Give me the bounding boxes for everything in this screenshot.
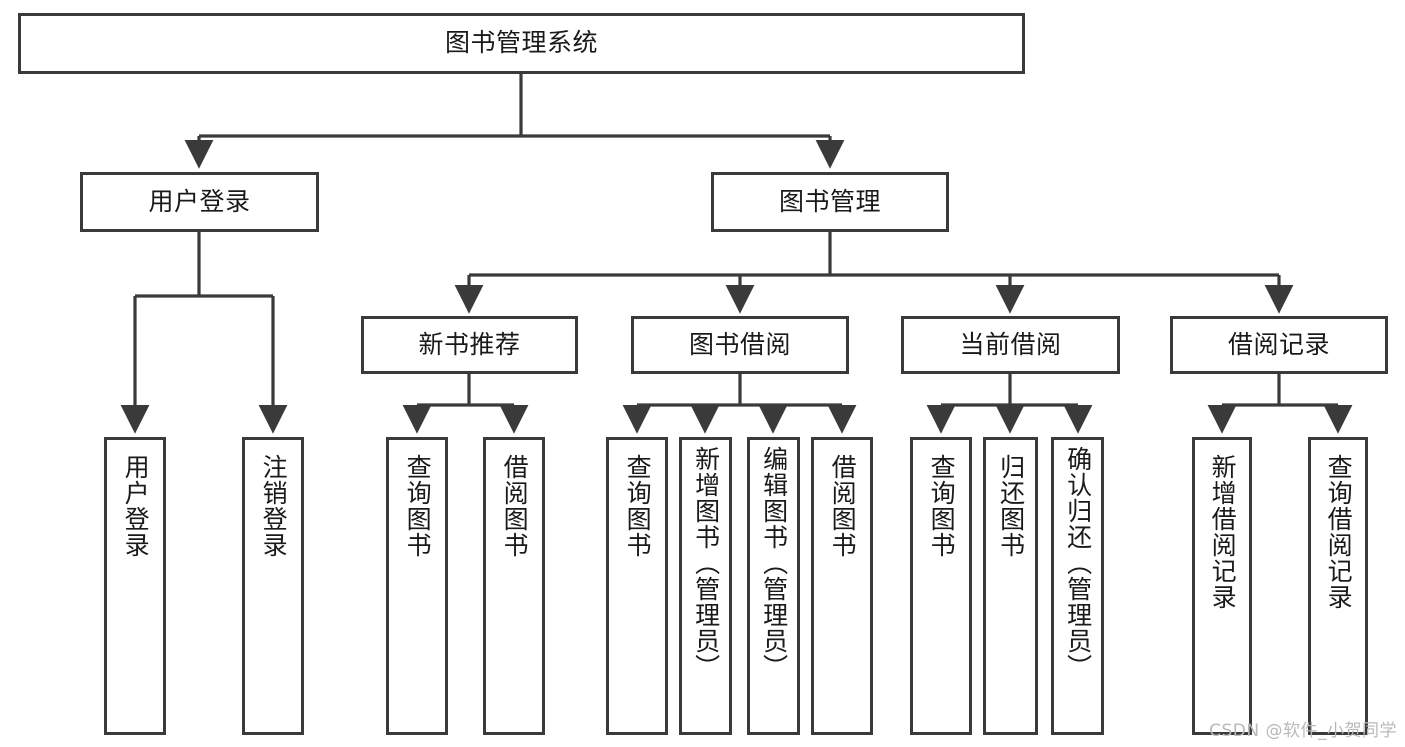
node-user-login[interactable]: 用户登录 <box>80 172 319 232</box>
node-leaf-edit-book-label: 编辑图书（管理员） <box>759 446 789 680</box>
node-leaf-logout-label: 注销登录 <box>259 454 289 558</box>
node-leaf-query-book-3-label: 查询图书 <box>927 454 957 558</box>
node-leaf-borrow-book-1[interactable]: 借阅图书 <box>483 437 545 735</box>
node-leaf-add-record-label: 新增借阅记录 <box>1208 454 1238 610</box>
node-leaf-query-book-3[interactable]: 查询图书 <box>910 437 972 735</box>
node-leaf-add-record[interactable]: 新增借阅记录 <box>1192 437 1252 735</box>
node-leaf-query-record[interactable]: 查询借阅记录 <box>1308 437 1368 735</box>
node-new-book-recommend[interactable]: 新书推荐 <box>361 316 578 374</box>
csdn-watermark: CSDN @软件_小贺同学 <box>1209 721 1397 741</box>
node-leaf-query-book-2-label: 查询图书 <box>623 454 653 558</box>
node-new-book-recommend-label: 新书推荐 <box>418 329 521 359</box>
node-leaf-confirm-return-label: 确认归还（管理员） <box>1063 446 1093 680</box>
node-root-system-label: 图书管理系统 <box>444 28 598 58</box>
node-borrow-record-label: 借阅记录 <box>1227 329 1330 359</box>
node-leaf-confirm-return[interactable]: 确认归还（管理员） <box>1051 437 1104 735</box>
node-leaf-user-login[interactable]: 用户登录 <box>104 437 166 735</box>
node-leaf-borrow-book-2-label: 借阅图书 <box>828 454 858 558</box>
node-leaf-return-book[interactable]: 归还图书 <box>983 437 1038 735</box>
node-leaf-borrow-book-2[interactable]: 借阅图书 <box>811 437 873 735</box>
node-leaf-return-book-label: 归还图书 <box>996 454 1026 558</box>
node-leaf-query-book-2[interactable]: 查询图书 <box>606 437 668 735</box>
node-leaf-edit-book[interactable]: 编辑图书（管理员） <box>747 437 800 735</box>
node-leaf-add-book[interactable]: 新增图书（管理员） <box>679 437 732 735</box>
node-leaf-borrow-book-1-label: 借阅图书 <box>500 454 530 558</box>
node-book-borrow-label: 图书借阅 <box>688 329 791 359</box>
node-current-borrow[interactable]: 当前借阅 <box>901 316 1120 374</box>
node-user-login-label: 用户登录 <box>148 186 251 216</box>
node-root-system[interactable]: 图书管理系统 <box>18 13 1025 74</box>
node-leaf-query-book-1[interactable]: 查询图书 <box>386 437 448 735</box>
node-leaf-user-login-label: 用户登录 <box>121 454 151 558</box>
node-current-borrow-label: 当前借阅 <box>959 329 1062 359</box>
node-borrow-record[interactable]: 借阅记录 <box>1170 316 1388 374</box>
node-leaf-logout[interactable]: 注销登录 <box>242 437 304 735</box>
node-book-manage-label: 图书管理 <box>778 186 881 216</box>
node-leaf-query-book-1-label: 查询图书 <box>403 454 433 558</box>
node-book-manage[interactable]: 图书管理 <box>711 172 949 232</box>
node-book-borrow[interactable]: 图书借阅 <box>631 316 849 374</box>
node-leaf-query-record-label: 查询借阅记录 <box>1324 454 1354 610</box>
node-leaf-add-book-label: 新增图书（管理员） <box>691 446 721 680</box>
